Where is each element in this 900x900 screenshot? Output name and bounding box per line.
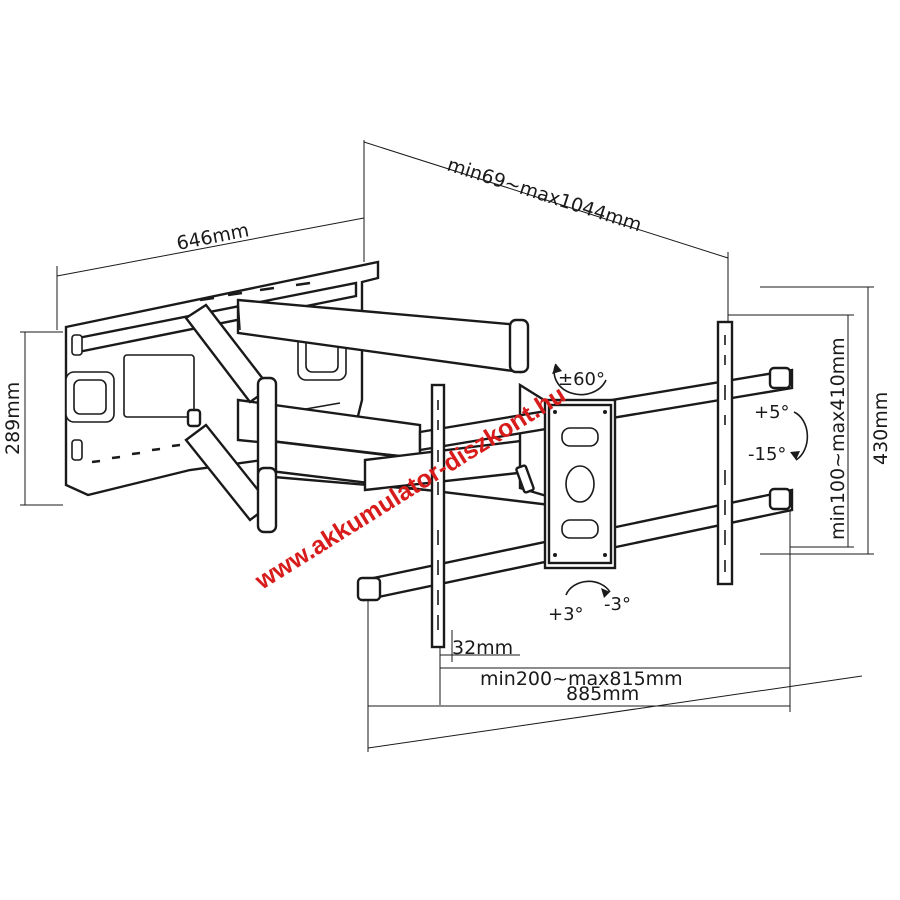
vertical-rail-left bbox=[430, 383, 446, 649]
articulating-arms bbox=[184, 298, 562, 534]
dimension-lines bbox=[20, 140, 874, 752]
horizontal-rail-span-label: min200~max815mm bbox=[480, 668, 683, 690]
extension-label: min69~max1044mm bbox=[444, 154, 644, 237]
vesa-plate bbox=[543, 398, 617, 570]
wall-plate-width-label: 646mm bbox=[175, 219, 251, 255]
rail-offset-label: 32mm bbox=[452, 637, 513, 659]
rotate-cw-label: +3° bbox=[548, 604, 584, 625]
wall-plate-height-label: 289mm bbox=[2, 382, 24, 455]
vertical-rail-right bbox=[716, 320, 734, 586]
swivel-label: ±60° bbox=[558, 369, 605, 390]
angle-labels: ±60° +5° -15° +3° -3° bbox=[548, 369, 790, 625]
angle-arrows bbox=[552, 363, 809, 598]
tilt-up-label: +5° bbox=[754, 402, 790, 423]
total-height-label: 430mm bbox=[870, 392, 892, 465]
tilt-down-label: -15° bbox=[748, 444, 786, 465]
total-width-label: 885mm bbox=[566, 683, 639, 705]
vertical-rail-span-label: min100~max410mm bbox=[827, 337, 849, 540]
rotate-ccw-label: -3° bbox=[604, 594, 631, 615]
